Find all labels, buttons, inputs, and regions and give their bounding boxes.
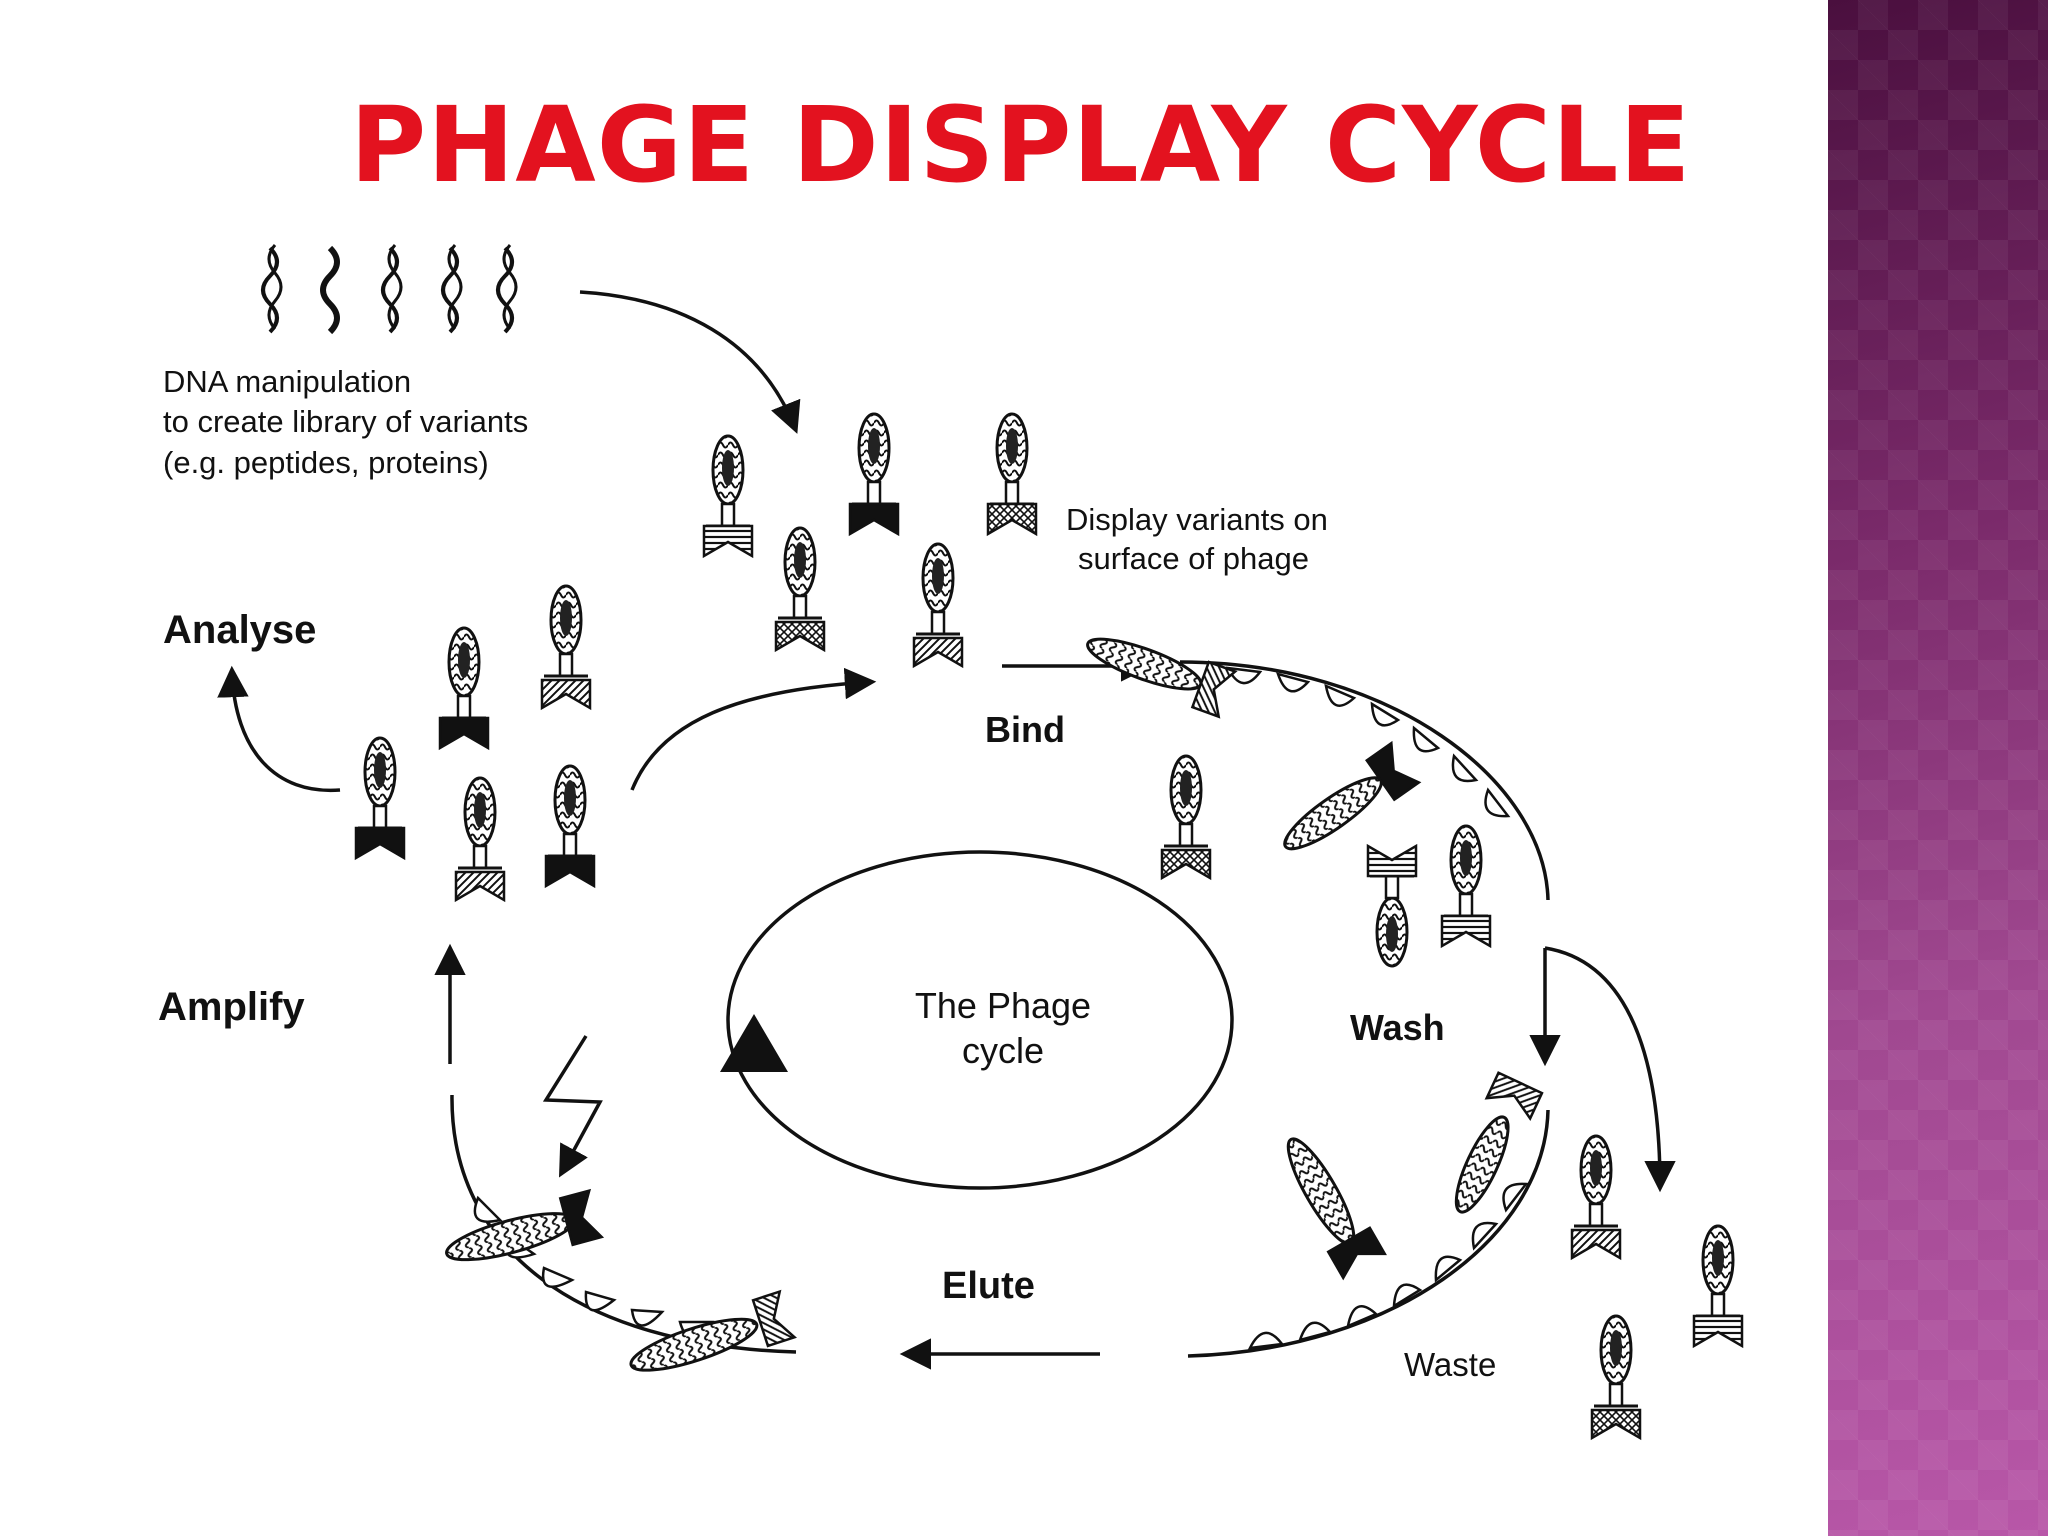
display-phage-cluster — [702, 412, 1038, 668]
label-center-line2: cycle — [962, 1030, 1044, 1071]
lightning-bolt-icon — [542, 1035, 603, 1178]
label-elute: Elute — [942, 1265, 1035, 1307]
amplified-phage-cluster — [354, 584, 596, 902]
side-panel-texture — [1828, 0, 2048, 1536]
label-display-line2: surface of phage — [1078, 541, 1309, 576]
target-bumps-bottom-right — [1247, 1182, 1529, 1350]
arrow-to-analyse — [217, 665, 341, 793]
label-dna-line1: DNA manipulation — [163, 364, 411, 399]
cycle-direction-arrowhead — [720, 1014, 788, 1072]
arrow-amplified-to-bind — [630, 667, 877, 791]
arrow-to-waste — [1544, 946, 1676, 1193]
dna-strands — [261, 244, 518, 335]
eluted-phage-1 — [445, 1189, 603, 1262]
phage-cycle-diagram: DNA manipulation to create library of va… — [158, 244, 1744, 1440]
label-dna-line3: (e.g. peptides, proteins) — [163, 445, 489, 480]
unbound-phage-1 — [1160, 754, 1212, 880]
unbound-phage-2 — [1366, 844, 1418, 968]
slide-title: PHAGE DISPLAY CYCLE — [350, 84, 1692, 206]
bound-phage-top-2 — [1283, 741, 1421, 851]
center-cycle-ellipse — [726, 850, 1234, 1190]
eluted-phage-2 — [629, 1290, 796, 1372]
arrow-dna-to-display — [579, 290, 801, 434]
unbound-phage-3 — [1440, 824, 1492, 948]
label-dna-line2: to create library of variants — [163, 404, 528, 439]
bound-phage-bottom-right-2 — [1286, 1137, 1387, 1280]
label-center-line1: The Phage — [915, 985, 1091, 1026]
label-waste: Waste — [1404, 1346, 1496, 1383]
bound-phage-top-1 — [1086, 637, 1237, 718]
label-bind: Bind — [985, 709, 1065, 750]
binding-surface-bottom-right — [1187, 1109, 1550, 1358]
bound-phage-bottom-right-1 — [1454, 1071, 1544, 1214]
label-wash: Wash — [1350, 1007, 1445, 1048]
label-display-line1: Display variants on — [1066, 502, 1328, 537]
binding-surface-top — [1179, 660, 1550, 901]
label-analyse: Analyse — [163, 608, 316, 652]
label-amplify: Amplify — [158, 985, 305, 1029]
side-panel — [1828, 0, 2048, 1536]
waste-phage-cluster — [1570, 1134, 1744, 1440]
